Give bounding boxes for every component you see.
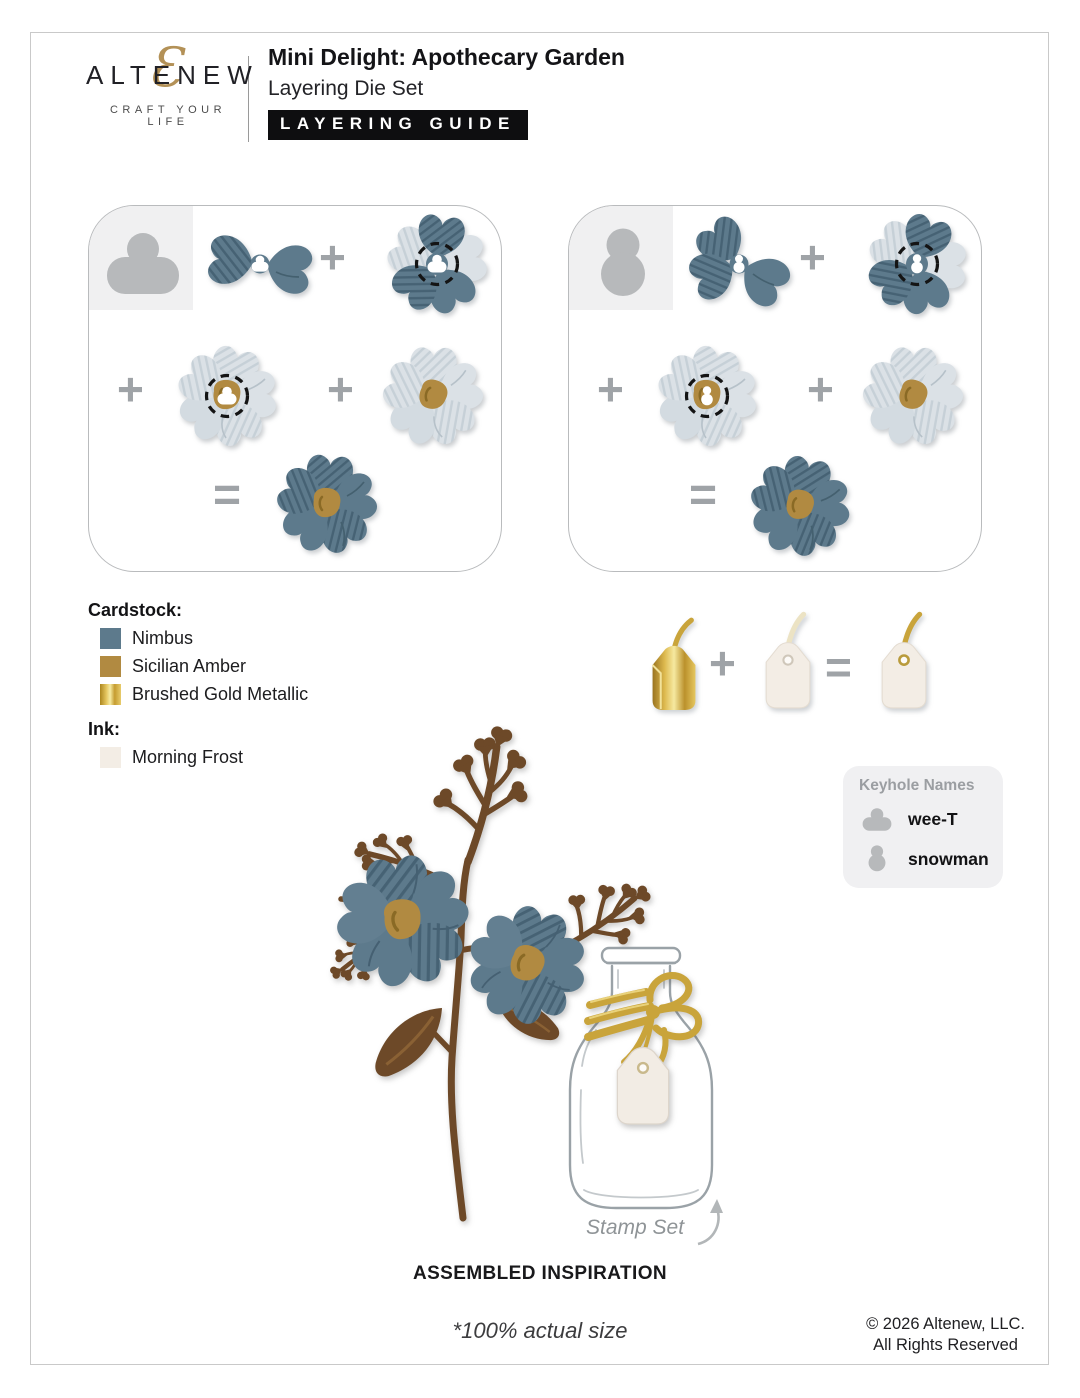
- stamp-set-arrow: [697, 1199, 723, 1246]
- nimbus-swatch: [100, 628, 121, 649]
- brushed-gold-swatch: [100, 684, 121, 705]
- wee-t-keyhole-icon: [107, 233, 179, 294]
- legend-label: Nimbus: [132, 628, 194, 648]
- brand-name: ALTENEW: [86, 60, 259, 90]
- copyright-line: © 2026 Altenew, LLC.: [866, 1315, 1025, 1333]
- keyhole-corner-snowman: [569, 206, 673, 310]
- plus-operator: +: [709, 637, 736, 689]
- flower-branch-art: [318, 725, 667, 1222]
- assembled-flower-result: [744, 450, 856, 567]
- gold-tag-die: [651, 617, 696, 710]
- copyright-line: All Rights Reserved: [873, 1336, 1018, 1355]
- legend-label: Morning Frost: [132, 747, 244, 767]
- page-border: [30, 32, 1049, 1365]
- legend-item-nimbus: Nimbus: [100, 628, 308, 649]
- equals-operator: =: [213, 469, 242, 522]
- plus-operator: +: [597, 363, 624, 415]
- assembled-flower-result: [271, 448, 383, 565]
- page-title: Mini Delight: Apothecary Garden: [268, 44, 625, 70]
- keyhole-corner-wee-t: [89, 206, 193, 310]
- assembled-inspiration-illustration: [80, 725, 723, 1246]
- brand-logo: Ɛ ALTENEW CRAFT YOUR LIFE: [86, 36, 252, 128]
- keyhole-name-label: wee-T: [908, 808, 958, 829]
- brand-tagline: CRAFT YOUR LIFE: [109, 104, 227, 128]
- die-layer-2: [381, 208, 493, 325]
- stamp-set-label: Stamp Set: [586, 1216, 685, 1239]
- assembled-inspiration-caption: ASSEMBLED INSPIRATION: [412, 1263, 667, 1284]
- diagram-box-wee-t: + + + =: [88, 205, 502, 572]
- plus-operator: +: [807, 363, 834, 415]
- brand-wordmark: Ɛ ALTENEW: [86, 36, 259, 99]
- die-layer-4: [377, 340, 489, 457]
- actual-size-note: *100% actual size: [452, 1318, 628, 1343]
- tag-assembly-equation: + =: [645, 604, 955, 722]
- materials-legend: Cardstock: Nimbus Sicilian Amber Brushed…: [88, 600, 308, 775]
- page-subtitle: Layering Die Set: [268, 77, 424, 100]
- copyright-notice: © 2026 Altenew, LLC. All Rights Reserved: [866, 1314, 1025, 1357]
- equals-operator: =: [689, 469, 718, 522]
- keyhole-name-label: snowman: [908, 848, 989, 869]
- cream-tag-die: [765, 611, 811, 709]
- legend-item-sicilian-amber: Sicilian Amber: [100, 656, 308, 677]
- plus-operator: +: [327, 363, 354, 415]
- keyhole-name-row: snowman: [859, 843, 1003, 875]
- die-layer-3: [651, 340, 763, 457]
- sicilian-amber-swatch: [100, 656, 121, 677]
- assembled-tag-result: [881, 611, 927, 709]
- diagram-box-snowman: + + + =: [568, 205, 982, 572]
- snowman-keyhole-icon: [868, 845, 886, 872]
- equals-operator: =: [825, 641, 852, 693]
- cardstock-heading: Cardstock:: [88, 600, 183, 620]
- keyhole-names-title: Keyhole Names: [859, 777, 975, 794]
- legend-label: Brushed Gold Metallic: [132, 684, 309, 704]
- legend-item-brushed-gold: Brushed Gold Metallic: [100, 684, 308, 705]
- gold-bow-and-tag: [584, 972, 703, 1125]
- legend-label: Sicilian Amber: [132, 656, 247, 676]
- layering-guide-badge: LAYERING GUIDE: [268, 110, 528, 140]
- die-layer-3: [171, 340, 283, 457]
- morning-frost-swatch: [100, 747, 121, 768]
- snowman-keyhole-icon: [601, 228, 645, 296]
- keyhole-name-row: wee-T: [859, 806, 1003, 832]
- ink-heading: Ink:: [88, 719, 121, 739]
- keyhole-names-panel: Keyhole Names wee-T snowman: [843, 766, 1003, 888]
- plus-operator: +: [117, 363, 144, 415]
- wee-t-keyhole-icon: [862, 808, 892, 831]
- die-layer-2: [861, 208, 973, 325]
- brand-flourish-glyph: Ɛ: [148, 36, 189, 99]
- die-layer-4: [857, 340, 969, 457]
- plus-operator: +: [319, 231, 346, 283]
- die-layer-1: [201, 218, 319, 315]
- plus-operator: +: [799, 231, 826, 283]
- legend-item-morning-frost: Morning Frost: [100, 747, 308, 768]
- header-divider: [248, 56, 249, 142]
- die-layer-1: [683, 214, 795, 319]
